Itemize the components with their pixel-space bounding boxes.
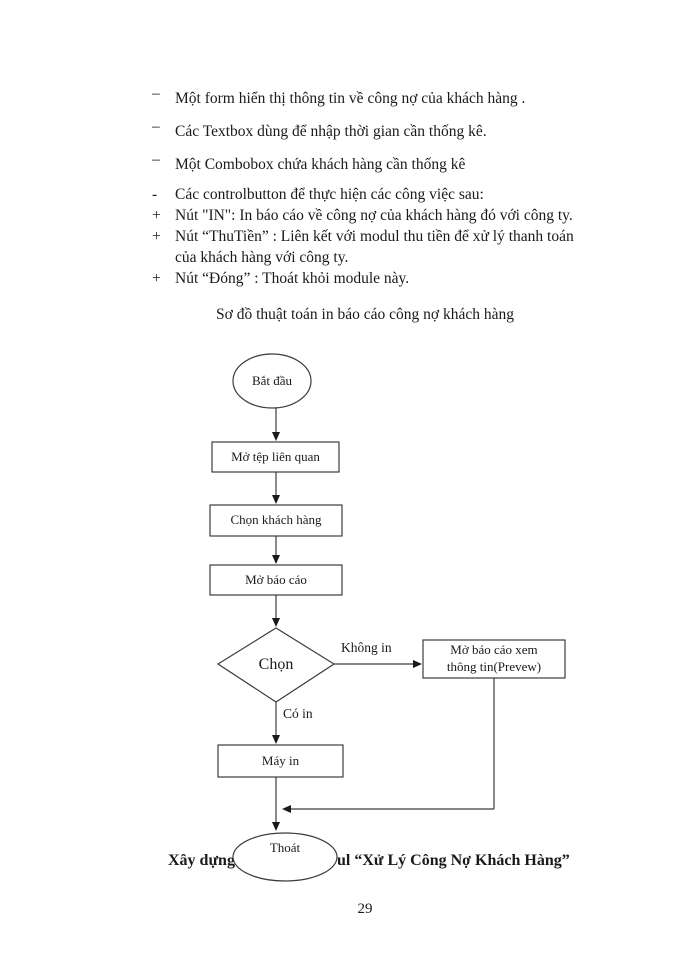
flowchart-label-open-report: Mở báo cáo [245,571,307,587]
edge-label-print: Có in [283,706,313,721]
arrowhead-down-icon [272,555,280,564]
bullet-text: Các controlbutton để thực hiện các công … [175,186,484,203]
bullet-item: –Một Combobox chứa khách hàng cần thống … [152,151,466,173]
bullet-item: –Các Textbox dùng để nhập thời gian cần … [152,118,487,140]
bullet-text: Nút “ThuTiền” : Liên kết với modul thu t… [175,228,574,245]
flowchart-label-printer: Máy in [261,752,300,768]
page-number: 29 [357,901,373,917]
bullet-item: + Nút “Đóng” : Thoát khỏi module này. [152,270,409,287]
bullet-text: Nút “Đóng” : Thoát khỏi module này. [175,270,410,287]
flowchart-label-end: Thoát [269,839,301,855]
arrowhead-down-icon [272,822,280,831]
bullet-marker: – [152,85,160,102]
bullet-item: + Nút “ThuTiền” : Liên kết với modul thu … [152,228,574,245]
bullet-text: Nút "IN": In báo cáo về công nợ của khác… [175,207,573,224]
arrowhead-left-icon [282,805,291,813]
flowchart-label-decision: Chọn [258,655,294,673]
bullet-text: Các Textbox dùng để nhập thời gian cần t… [175,123,487,140]
footer-caption-right: ul “Xử Lý Công Nợ Khách Hàng” [337,852,570,869]
start-ellipse [232,353,312,409]
bullet-marker: + [152,228,161,245]
bullet-marker: + [152,207,161,224]
bullet-item: -Các controlbutton để thực hiện các công… [152,186,484,203]
bullet-text: Một form hiển thị thông tin về công nợ c… [175,90,526,107]
arrowhead-down-icon [272,735,280,744]
flowchart-label-choose-customer: Chọn khách hàng [230,512,322,528]
bullet-item: + Nút "IN": In báo cáo về công nợ của khá… [152,207,573,224]
arrowhead-down-icon [272,618,280,627]
footer-caption-left: Xây dựng [168,852,235,869]
bullet-text: Một Combobox chứa khách hàng cần thống k… [175,156,466,173]
arrowhead-right-icon [413,660,422,668]
bullet-marker: - [152,186,158,203]
flowchart-label-start: Bắt đầu [251,372,293,388]
bullet-text: của khách hàng với công ty. [175,249,349,266]
end-ellipse [232,832,338,882]
bullet-marker: + [152,270,161,287]
diagram-title: Sơ đồ thuật toán in báo cáo công nợ khác… [216,306,514,323]
arrowhead-down-icon [272,495,280,504]
bullet-item-continuation: của khách hàng với công ty. [175,249,348,266]
flowchart-label-open-files: Mở tệp liên quan [231,448,320,464]
bullet-item: –Một form hiển thị thông tin về công nợ … [152,85,526,107]
bullet-marker: – [152,151,160,168]
arrowhead-down-icon [272,432,280,441]
process-box-printer [217,744,344,778]
edge-label-no-print: Không in [341,640,392,655]
bullet-marker: – [152,118,160,135]
